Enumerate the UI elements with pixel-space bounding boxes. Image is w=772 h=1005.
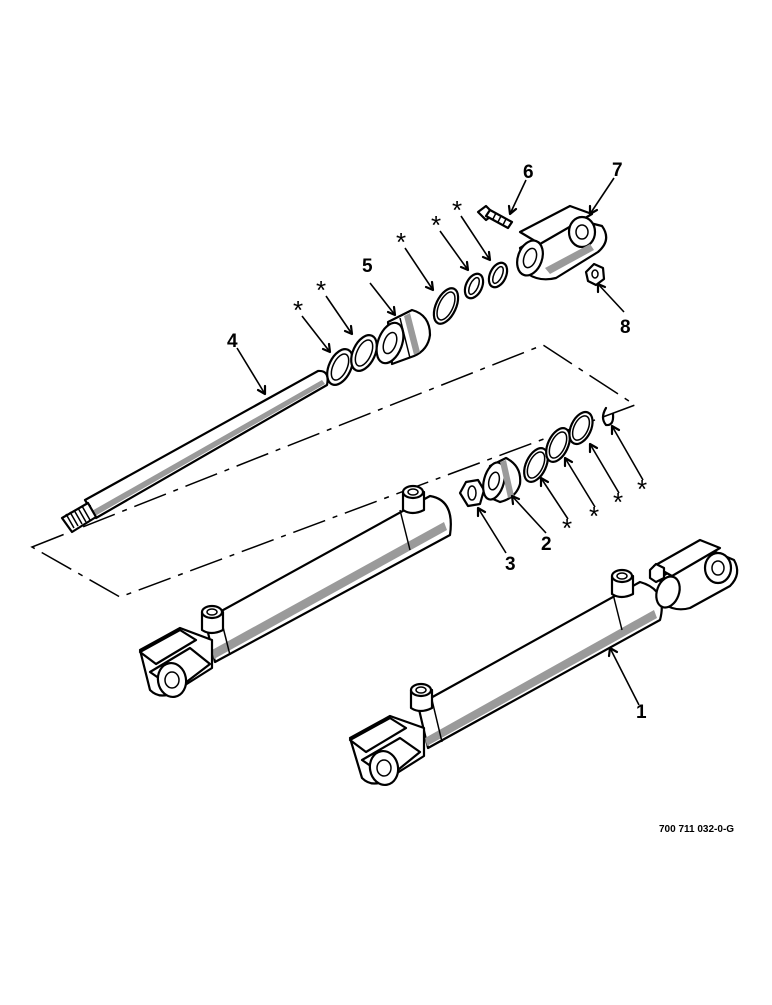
seal-kit-marker: * <box>431 210 441 240</box>
callout-1: 1 <box>636 702 647 723</box>
callout-4: 4 <box>227 331 238 352</box>
rod-wiper-ring <box>350 334 378 372</box>
seal-kit-marker: * <box>637 474 647 504</box>
barrel-base-clevis <box>138 626 214 699</box>
seal-kit-marker: * <box>613 487 623 517</box>
seal-kit-marker: * <box>293 295 303 325</box>
piston-backup-ring <box>568 410 594 446</box>
seal-kit-marker: * <box>589 501 599 531</box>
cylinder-barrel <box>203 494 452 664</box>
assembled-cylinder <box>416 580 663 750</box>
seal-kit-marker: * <box>452 195 462 225</box>
piston-seal-ring <box>523 447 549 483</box>
piston-nut <box>458 478 486 508</box>
gland-inner-seal <box>487 261 509 289</box>
seal-kit-marker: * <box>562 513 572 543</box>
callout-8: 8 <box>620 317 631 338</box>
piston-rod <box>60 369 329 534</box>
piston-wear-ring <box>545 427 571 463</box>
clevis-bolt <box>476 204 514 230</box>
callout-2: 2 <box>541 534 552 555</box>
gland-o-ring <box>432 287 460 325</box>
assembled-port-fitting-base <box>409 682 434 713</box>
assembled-port-fitting-rod-end <box>610 568 635 599</box>
barrel-port-fitting <box>401 484 426 515</box>
barrel-base-port-fitting <box>200 604 225 635</box>
cylinder-gland <box>375 308 432 366</box>
rod-seal-ring <box>326 348 354 386</box>
clevis-nut <box>584 262 606 287</box>
assembled-base-clevis <box>348 714 426 787</box>
drawing-number: 700 711 032-0-G <box>659 824 734 835</box>
rod-clevis <box>516 204 608 281</box>
callout-7: 7 <box>612 160 623 181</box>
callout-6: 6 <box>523 162 534 183</box>
seal-kit-marker: * <box>316 275 326 305</box>
callout-5: 5 <box>362 256 373 277</box>
seal-kit-marker: * <box>396 227 406 257</box>
assembled-rod-clevis <box>648 538 739 611</box>
piston <box>482 456 522 504</box>
gland-backup-ring <box>463 272 485 300</box>
piston-inner-o-ring <box>601 406 615 427</box>
exploded-view-boundary <box>30 344 637 598</box>
callout-3: 3 <box>505 554 516 575</box>
leader-lines <box>236 177 644 706</box>
